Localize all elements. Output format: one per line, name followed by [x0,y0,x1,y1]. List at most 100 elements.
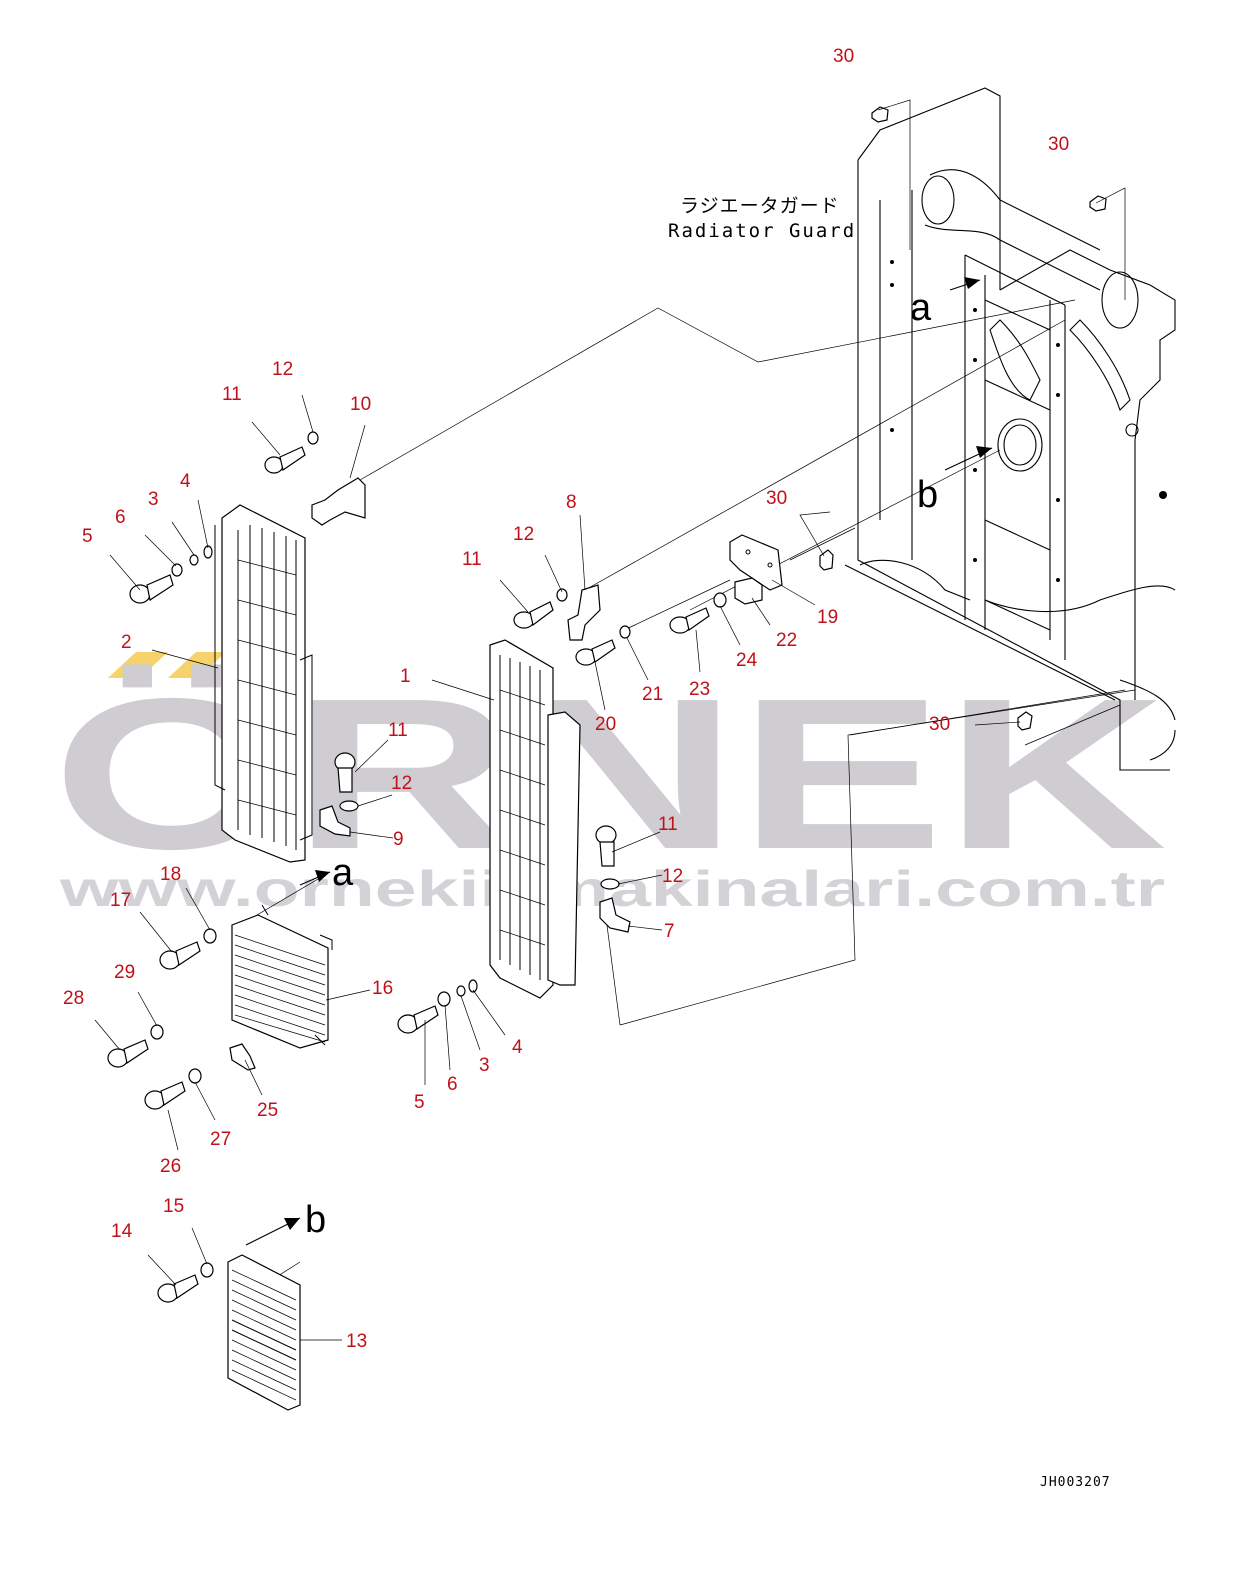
callout-label: 4 [180,471,191,492]
washer-21 [619,625,631,639]
part-19-bracket [729,534,783,591]
frame-label-jp: ラジエータガード [680,195,840,217]
washer-6-left [171,563,183,577]
part-7-clip [599,897,631,933]
drawing-code: JH003207 [1040,1475,1111,1490]
part-1-guard-panel [489,639,581,999]
callout-label: 26 [160,1156,181,1177]
callout-label: 14 [111,1221,133,1242]
part-8-bracket [567,584,601,641]
washer-12-top [307,431,319,445]
callout-label: 10 [350,394,371,415]
washer-18 [203,928,217,944]
callout-label: 20 [595,714,616,735]
callout-label: 15 [163,1196,184,1217]
callout-label: 30 [766,488,787,509]
watermark-accent [108,652,168,678]
callout-label: 7 [664,921,675,942]
cap-30-bottom [1017,711,1033,731]
callout-label: 30 [833,46,854,67]
cap-30-right [1089,195,1107,212]
callout-label: 8 [566,492,577,513]
part-13-screen: b [227,1199,326,1411]
washer-27 [188,1068,202,1084]
callout-label: 6 [115,507,126,528]
callout-label: 17 [110,890,131,911]
callout-label: 28 [63,988,84,1009]
callout-label: 3 [148,489,159,510]
part-13-fins [231,1269,297,1401]
callout-label: 12 [662,866,683,887]
callout-label: 1 [400,666,411,687]
callout-label: 3 [479,1055,490,1076]
callout-label: 30 [1048,134,1069,155]
callout-label: 12 [513,524,534,545]
bolt-20 [575,639,616,666]
bolt-26 [144,1081,186,1110]
callout-label: 13 [346,1331,367,1352]
part-22-block [734,577,763,605]
part-25-clip [229,1043,256,1071]
callout-label: 24 [736,650,758,671]
callout-label: 12 [391,773,412,794]
frame-bolts [890,260,1167,582]
washer-3-right [456,985,466,997]
bolt-5-left [129,574,174,604]
callout-label: 11 [388,720,408,741]
part-16-cooler-guard [231,904,333,1049]
nut-4-left [203,545,213,559]
washer-3-left [189,554,199,566]
frame-label-en: Radiator Guard [668,220,856,242]
cap-30-top [871,106,889,123]
bolt-11-vertical-right [595,825,617,867]
callout-label: 29 [114,962,135,983]
bolt-11-top [264,446,306,474]
part-10-bracket [311,477,366,526]
bolt-17 [159,941,201,970]
callout-label: 30 [929,714,950,735]
callout-label: 9 [393,829,404,850]
callout-label: 11 [658,814,678,835]
callout-label: 21 [642,684,663,705]
bolt-11-vertical-left [334,752,356,793]
assembly-leaders [239,299,1136,1301]
bolt-14 [157,1274,199,1303]
watermark: ÖRNEK www.ornekiismakinalari.com.tr [52,652,1167,917]
bolt-11-mid [513,601,554,629]
callout-label: 2 [121,632,132,653]
callout-label: 6 [447,1074,458,1095]
callout-label: 12 [272,359,293,380]
callout-label: 16 [372,978,393,999]
ref-a-arrow: a [299,852,354,894]
callout-label: 4 [512,1037,523,1058]
part-16-fins [234,934,326,1043]
callout-label: 5 [414,1092,425,1113]
callout-label: 25 [257,1100,278,1121]
washer-24 [713,592,727,608]
nut-4-right [468,979,478,993]
bolt-23 [669,607,710,634]
callout-label: 27 [210,1129,231,1150]
callout-label: 18 [160,864,181,885]
callout-label: 19 [817,607,838,628]
callout-label: 22 [776,630,797,651]
fasteners [107,106,1107,1303]
bolt-28 [107,1039,149,1068]
callout-leaders [94,99,1126,1341]
washer-12-vertical-right [600,878,620,890]
washer-12-mid [556,588,568,602]
washer-12-vertical-left [339,800,359,812]
radiator-guard-frame: a b [844,87,1176,771]
frame-ref-b: b [917,474,938,516]
callout-label: 11 [462,549,482,570]
callout-label: 23 [689,679,710,700]
screen-ref-b: b [305,1199,326,1241]
washer-29 [150,1024,164,1040]
part-2-guard-panel [214,504,313,863]
callout-label: 11 [222,384,242,405]
cooler-ref-a: a [332,852,354,894]
part-2-slats [237,525,297,850]
part-1-slats [499,655,546,980]
washer-15 [200,1262,214,1278]
